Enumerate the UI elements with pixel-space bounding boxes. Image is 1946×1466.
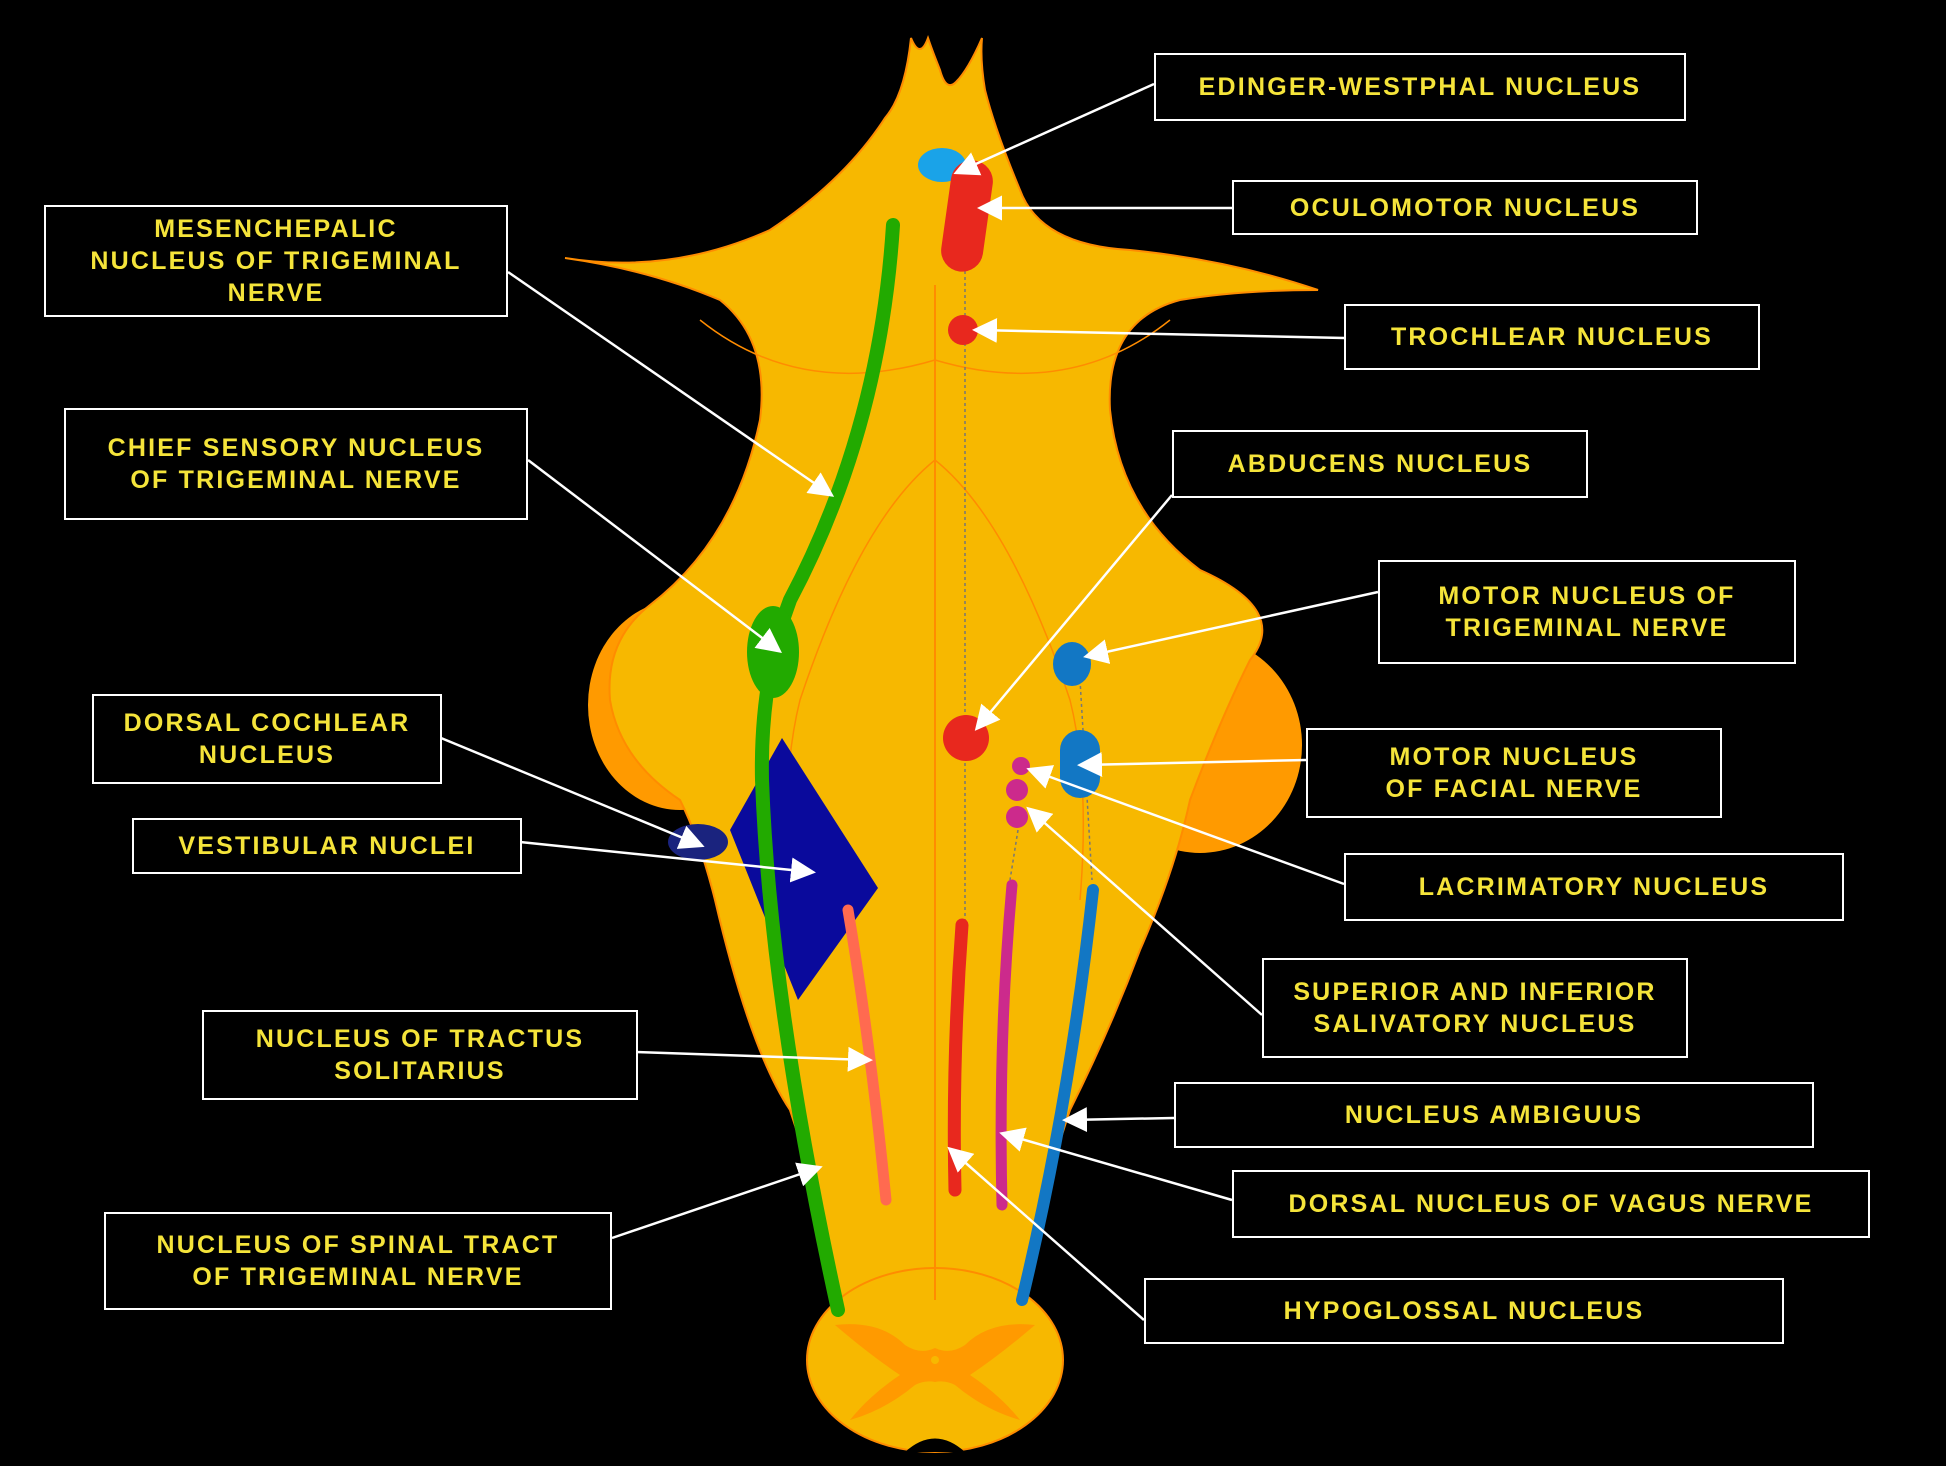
spinal-cord-notch [905,1438,965,1452]
dorsal-cochlear-nucleus-shape [668,824,728,860]
dorsal-vagus-nucleus-shape [995,879,1018,1211]
label-oculomotor: OCULOMOTOR NUCLEUS [1232,180,1698,235]
label-chief-sensory: CHIEF SENSORY NUCLEUS OF TRIGEMINAL NERV… [64,408,528,520]
salivatory-dot-upper [1006,779,1028,801]
trochlear-nucleus-shape [948,315,978,345]
label-trochlear: TROCHLEAR NUCLEUS [1344,304,1760,370]
label-dorsal-cochlear: DORSAL COCHLEAR NUCLEUS [92,694,442,784]
label-salivatory: SUPERIOR AND INFERIOR SALIVATORY NUCLEUS [1262,958,1688,1058]
salivatory-dot-lower [1006,806,1028,828]
nucleus-ambiguus-shape [1016,884,1099,1306]
label-lacrimatory: LACRIMATORY NUCLEUS [1344,853,1844,921]
motor-trigeminal-shape [1053,642,1091,686]
arrow-salivatory [1026,806,1263,1016]
chief-sensory-nucleus-shape [747,606,799,698]
hypoglossal-nucleus-shape [947,918,969,1197]
arrow-dorsal-vagus [999,1127,1233,1202]
arrow-abducens [974,494,1173,731]
label-mesencephalic: MESENCHEPALIC NUCLEUS OF TRIGEMINAL NERV… [44,205,508,317]
lacrimatory-dot [1012,757,1030,775]
arrow-spinal-trigeminal [611,1162,823,1240]
arrow-dorsal-cochlear [440,736,705,849]
striae-right [934,459,1085,901]
arrow-mesencephalic [507,270,835,497]
trigeminal-sensory-column [754,218,900,1317]
brainstem-body [564,34,1319,1301]
label-spinal-trigeminal: NUCLEUS OF SPINAL TRACT OF TRIGEMINAL NE… [104,1212,612,1310]
colliculus-line-right [934,319,1171,375]
label-tractus-solitarius: NUCLEUS OF TRACTUS SOLITARIUS [202,1010,638,1100]
arrow-tractus-solitarius [635,1046,873,1072]
label-abducens: ABDUCENS NUCLEUS [1172,430,1588,498]
arrow-hypoglossal [947,1146,1145,1321]
arrow-trochlear [972,317,1345,343]
label-motor-trigeminal: MOTOR NUCLEUS OF TRIGEMINAL NERVE [1378,560,1796,664]
central-canal [931,1356,939,1364]
label-edinger-westphal: EDINGER-WESTPHAL NUCLEUS [1154,53,1686,121]
arrow-motor-trigeminal [1083,590,1379,664]
arrow-motor-facial [1077,752,1307,778]
visceral-motor-column-guide [1009,829,1019,881]
colliculus-line-left [699,319,936,375]
label-dorsal-vagus: DORSAL NUCLEUS OF VAGUS NERVE [1232,1170,1870,1238]
arrow-lacrimatory [1026,765,1345,886]
grey-matter-butterfly [835,1324,1035,1420]
label-vestibular: VESTIBULAR NUCLEI [132,818,522,874]
label-hypoglossal: HYPOGLOSSAL NUCLEUS [1144,1278,1784,1344]
label-ambiguus: NUCLEUS AMBIGUUS [1174,1082,1814,1148]
arrow-ambiguus [1062,1107,1175,1133]
arrow-edinger-westphal [953,82,1155,176]
oculomotor-nucleus-shape [941,160,993,272]
label-motor-facial: MOTOR NUCLEUS OF FACIAL NERVE [1306,728,1722,818]
arrow-vestibular [519,840,816,883]
arrow-chief-sensory [527,459,782,654]
